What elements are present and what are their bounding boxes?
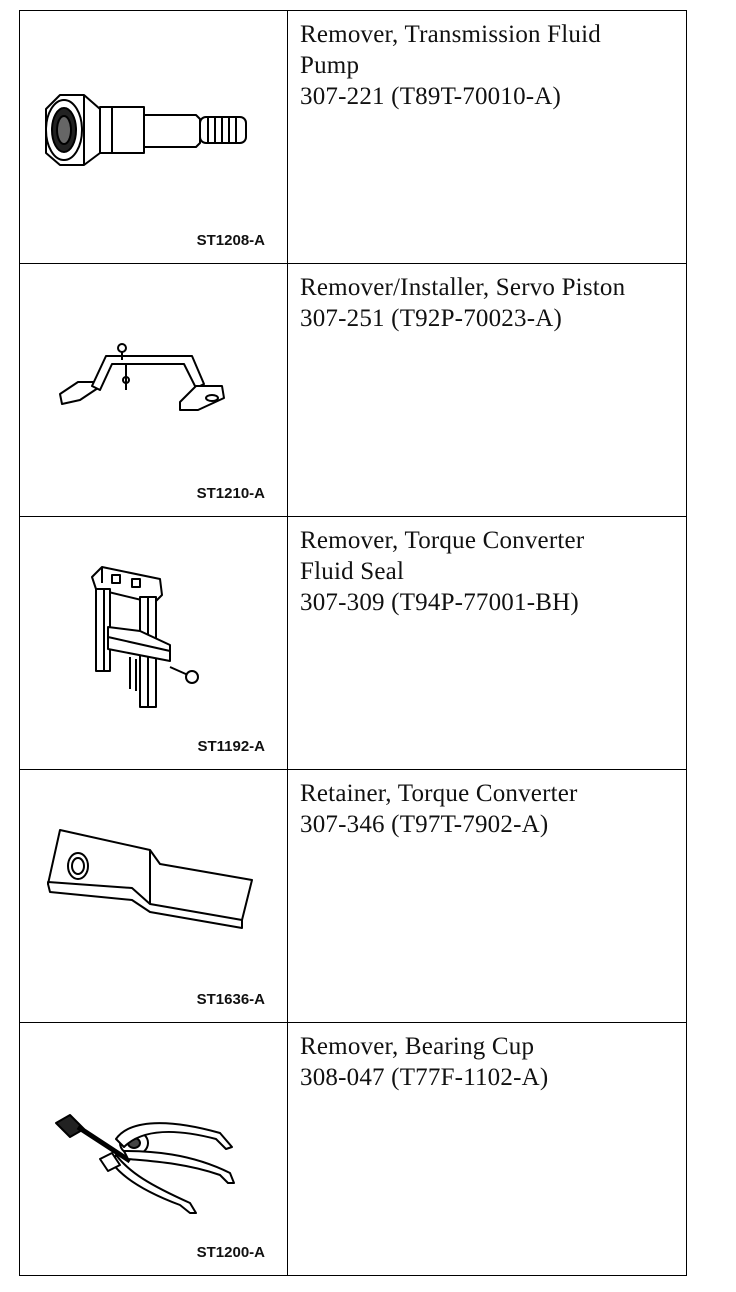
tool-image-cell: ST1192-A [19,516,288,770]
tool-part-number: 307-221 (T89T-70010-A) [300,83,562,110]
tool-description-line: Remover/Installer, Servo Piston [300,274,626,301]
tool-part-number: 307-309 (T94P-77001-BH) [300,589,579,616]
tool-row: ST1200-A Remover, Bearing Cup 308-047 (T… [19,1022,687,1276]
tool-description-cell: Retainer, Torque Converter 307-346 (T97T… [287,769,687,1023]
tool-code-label: ST1192-A [197,738,265,755]
torque-converter-retainer-icon [20,770,287,1021]
fluid-seal-remover-icon [20,517,287,768]
tool-description-line: Remover, Bearing Cup [300,1033,535,1060]
tool-description-cell: Remover, Transmission Fluid Pump 307-221… [287,10,687,264]
tool-description-line: Pump [300,52,360,79]
tool-description-cell: Remover, Torque Converter Fluid Seal 307… [287,516,687,770]
tool-row: ST1192-A Remover, Torque Converter Fluid… [19,516,687,770]
tool-image-cell: ST1636-A [19,769,288,1023]
tool-part-number: 307-251 (T92P-70023-A) [300,305,563,332]
tool-description-cell: Remover, Bearing Cup 308-047 (T77F-1102-… [287,1022,687,1276]
tool-code-label: ST1636-A [196,991,265,1008]
tool-code-label: ST1208-A [196,232,265,249]
tool-image-cell: ST1210-A [19,263,288,517]
tool-description-line: Fluid Seal [300,558,405,585]
tool-description-line: Remover, Torque Converter [300,527,585,554]
tool-row: ST1208-A Remover, Transmission Fluid Pum… [19,10,687,264]
tool-description-cell: Remover/Installer, Servo Piston 307-251 … [287,263,687,517]
tool-code-label: ST1200-A [196,1244,265,1261]
tool-part-number: 307-346 (T97T-7902-A) [300,811,549,838]
tool-row: ST1636-A Retainer, Torque Converter 307-… [19,769,687,1023]
tool-part-number: 308-047 (T77F-1102-A) [300,1064,549,1091]
tool-description-line: Remover, Transmission Fluid [300,21,601,48]
bearing-cup-remover-icon [20,1023,287,1274]
tool-code-label: ST1210-A [196,485,265,502]
fluid-pump-remover-icon [20,11,287,262]
servo-piston-remover-installer-icon [20,264,287,515]
tool-row: ST1210-A Remover/Installer, Servo Piston… [19,263,687,517]
tool-image-cell: ST1208-A [19,10,288,264]
tool-description-line: Retainer, Torque Converter [300,780,578,807]
special-tools-table: ST1208-A Remover, Transmission Fluid Pum… [19,10,687,1276]
tool-image-cell: ST1200-A [19,1022,288,1276]
